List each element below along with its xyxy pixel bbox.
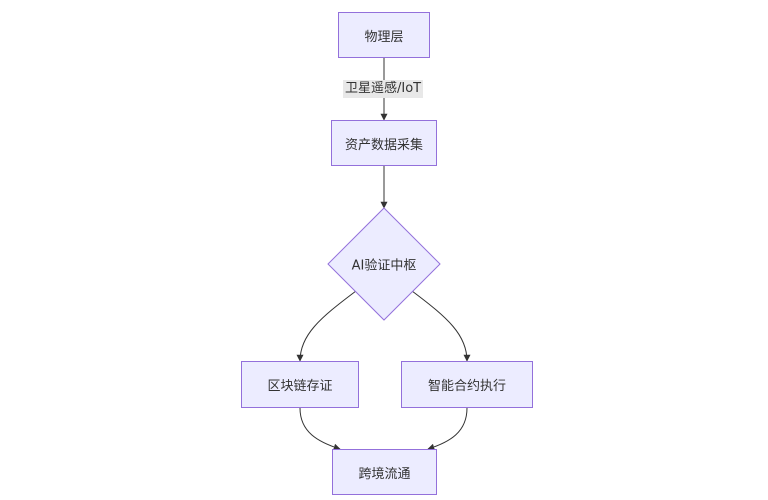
edge-ai-hub-to-contract — [411, 290, 471, 362]
node-asset-data-collection-label: 资产数据采集 — [344, 137, 423, 153]
node-cross-border-circulation[interactable]: 跨境流通 — [332, 449, 437, 495]
node-ai-hub-label[interactable]: AI验证中枢 — [351, 258, 417, 274]
node-smart-contract[interactable]: 智能合约执行 — [401, 361, 533, 408]
node-cross-border-circulation-label: 跨境流通 — [358, 466, 411, 482]
ai-hub-diamond-shape — [327, 207, 441, 321]
node-blockchain-evidence[interactable]: 区块链存证 — [241, 361, 359, 408]
edge-blockchain-to-circulation — [299, 407, 341, 451]
node-asset-data-collection[interactable]: 资产数据采集 — [331, 120, 437, 166]
edge-contract-to-circulation — [427, 407, 468, 451]
node-blockchain-evidence-label: 区块链存证 — [267, 379, 333, 394]
edge-ai-hub-to-blockchain — [296, 290, 357, 362]
edge-label-satellite-iot: 卫星遥感/IoT — [343, 80, 424, 98]
node-physical-layer-label: 物理层 — [364, 29, 404, 45]
node-physical-layer[interactable]: 物理层 — [338, 12, 430, 58]
node-smart-contract-label: 智能合约执行 — [427, 379, 506, 394]
